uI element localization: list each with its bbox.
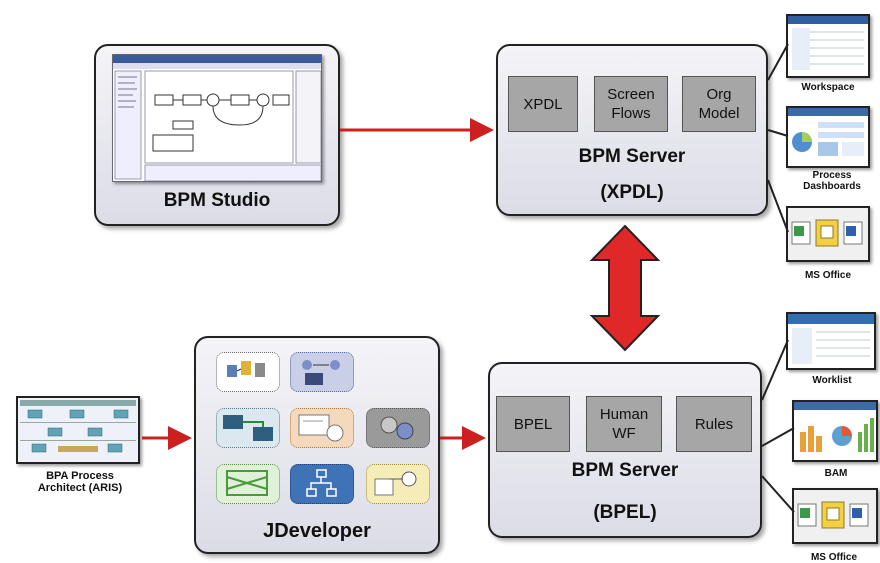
ms-office-bpel-screenshot [792, 488, 878, 544]
line-bpel-msoffice [761, 475, 795, 513]
workspace-screenshot [786, 14, 870, 78]
bam-label: BAM [824, 468, 848, 479]
jdev-mediator-tool [216, 408, 280, 448]
bpm-server-bpel-title: BPM Server [571, 460, 679, 481]
jdev-transform-tool [216, 464, 280, 504]
bam-screenshot [792, 400, 878, 462]
double-arrow-xpdl-bpel [589, 224, 661, 352]
bpa-architect-screenshot [16, 396, 140, 464]
screen-flows-chip: Screen Flows [594, 76, 668, 132]
bpm-server-bpel-subtitle: (BPEL) [593, 502, 657, 523]
human-wf-chip: Human WF [586, 396, 662, 452]
output-connectors [761, 43, 795, 513]
worklist-label: Worklist [812, 375, 852, 386]
jdev-adapter-tool [216, 352, 280, 392]
jdev-human-task-tool [290, 352, 354, 392]
bpm-server-bpel-box: BPEL Human WF Rules BPM Server (BPEL) [488, 362, 762, 538]
line-bpel-worklist [761, 339, 789, 401]
line-xpdl-msoffice [767, 179, 789, 233]
line-bpel-bam [761, 427, 795, 447]
process-dashboards-label: Process Dashboards [803, 170, 861, 192]
line-xpdl-workspace [767, 43, 789, 81]
bpm-studio-box: BPM Studio [94, 44, 340, 226]
worklist-screenshot [786, 312, 876, 370]
process-dashboards-screenshot [786, 106, 870, 168]
bpm-server-xpdl-box: XPDL Screen Flows Org Model BPM Server (… [496, 44, 768, 216]
jdev-service-tool [366, 408, 430, 448]
ms-office-xpdl-screenshot [786, 206, 870, 262]
ms-office-xpdl-label: MS Office [804, 270, 852, 281]
bpa-architect-label: BPA Process Architect (ARIS) [37, 470, 123, 494]
jdeveloper-box: JDeveloper [194, 336, 440, 554]
jdeveloper-label: JDeveloper [263, 520, 371, 542]
line-xpdl-dashboards [767, 129, 789, 137]
org-model-chip: Org Model [682, 76, 756, 132]
workspace-label: Workspace [801, 82, 855, 93]
xpdl-chip: XPDL [508, 76, 578, 132]
jdev-security-tool [366, 464, 430, 504]
bpm-studio-screenshot [112, 54, 322, 182]
bpm-studio-label: BPM Studio [163, 190, 271, 211]
jdev-bpmn-tool [290, 464, 354, 504]
bpm-server-xpdl-title: BPM Server [578, 146, 686, 167]
bpel-chip: BPEL [496, 396, 570, 452]
bpm-server-xpdl-subtitle: (XPDL) [600, 182, 664, 203]
rules-chip: Rules [676, 396, 752, 452]
ms-office-bpel-label: MS Office [810, 552, 858, 563]
jdev-business-rule-tool [290, 408, 354, 448]
